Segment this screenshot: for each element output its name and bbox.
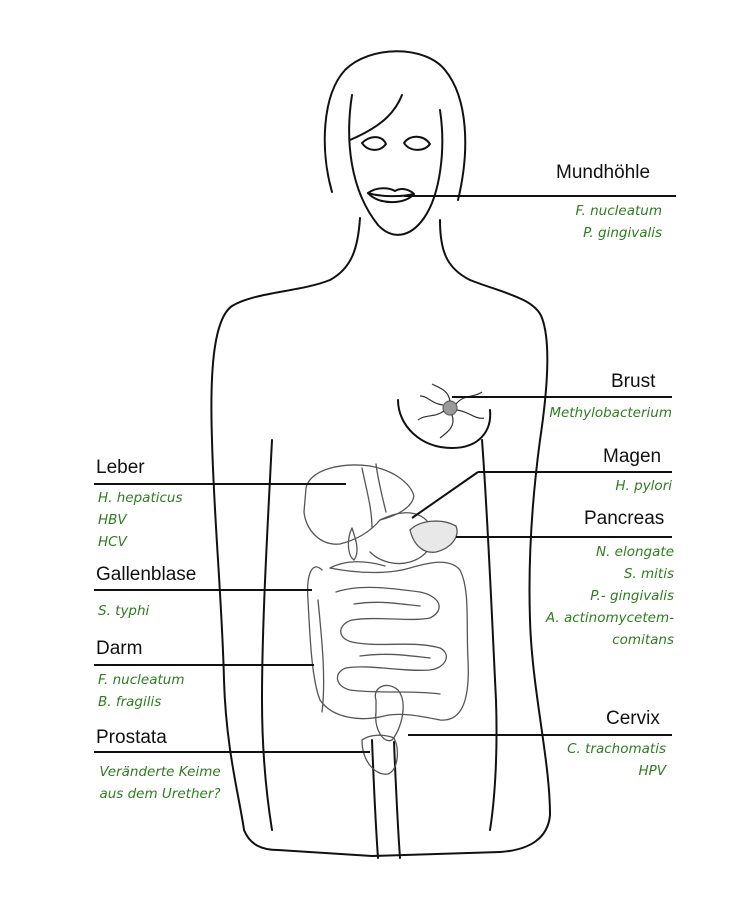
leg-left <box>371 739 379 859</box>
hair-part <box>349 94 403 141</box>
bacteria-item: B. fragilis <box>98 694 162 710</box>
bacteria-item: F. nucleatum <box>575 203 662 219</box>
bacteria-item: comitans <box>612 632 674 648</box>
bacteria-item: F. nucleatum <box>98 672 185 688</box>
pancreas <box>409 520 458 553</box>
right-arm-inner <box>481 439 498 831</box>
left-arm-inner <box>261 439 273 831</box>
label-mundhoehle: Mundhöhle <box>556 162 651 183</box>
bacteria-item: aus dem Urether? <box>99 786 221 802</box>
bacteria-item: H. hepaticus <box>98 490 183 506</box>
bacteria-leber: H. hepaticus HBV HCV <box>98 487 183 553</box>
face-outline <box>348 94 444 236</box>
bacteria-item: S. typhi <box>98 603 150 619</box>
small-intestine <box>335 586 447 695</box>
bacteria-gallenblase: S. typhi <box>98 600 149 622</box>
label-cervix: Cervix <box>606 708 660 729</box>
label-prostata: Prostata <box>96 727 167 748</box>
figure-bottom <box>277 849 501 857</box>
bacteria-item: P.- gingivalis <box>590 588 674 604</box>
label-leber: Leber <box>96 457 145 478</box>
bacteria-item: P. gingivalis <box>583 225 662 241</box>
bacteria-item: Veränderte Keime <box>99 764 221 780</box>
breast-tumor <box>417 383 485 439</box>
bacteria-item: HPV <box>638 763 666 779</box>
uterus <box>374 684 404 742</box>
bacteria-cervix: C. trachomatis HPV <box>567 738 666 782</box>
large-intestine <box>306 561 469 721</box>
bacteria-item: A. actinomycetem- <box>545 610 674 626</box>
gallbladder <box>347 527 358 561</box>
right-eye <box>403 135 431 151</box>
liver <box>303 464 415 545</box>
bacteria-item: N. elongate <box>596 544 674 560</box>
leg-right <box>393 741 401 859</box>
label-darm: Darm <box>96 638 143 659</box>
bacteria-pancreas: N. elongate S. mitis P.- gingivalis A. a… <box>546 541 674 651</box>
left-eye <box>361 136 387 151</box>
bacteria-item: S. mitis <box>623 566 674 582</box>
bacteria-mundhoehle: F. nucleatum P. gingivalis <box>576 200 662 244</box>
torso-left <box>210 217 361 851</box>
prostate <box>361 734 399 775</box>
label-pancreas: Pancreas <box>584 508 665 529</box>
hair-outline <box>323 50 467 201</box>
leader-lines <box>94 195 676 753</box>
label-brust: Brust <box>611 371 656 392</box>
bacteria-brust: Methylobacterium <box>549 402 672 424</box>
label-magen: Magen <box>603 446 662 467</box>
bacteria-item: C. trachomatis <box>567 741 666 757</box>
bacteria-prostata: Veränderte Keime aus dem Urether? <box>82 761 238 805</box>
breast-outline <box>397 399 492 449</box>
bacteria-item: HCV <box>98 534 127 550</box>
label-gallenblase: Gallenblase <box>96 564 197 585</box>
bacteria-item: Methylobacterium <box>549 405 672 421</box>
bacteria-item: HBV <box>98 512 127 528</box>
mouth <box>367 187 415 204</box>
bacteria-magen: H. pylori <box>615 475 672 497</box>
bacteria-darm: F. nucleatum B. fragilis <box>98 669 184 713</box>
bacteria-item: H. pylori <box>615 478 672 494</box>
